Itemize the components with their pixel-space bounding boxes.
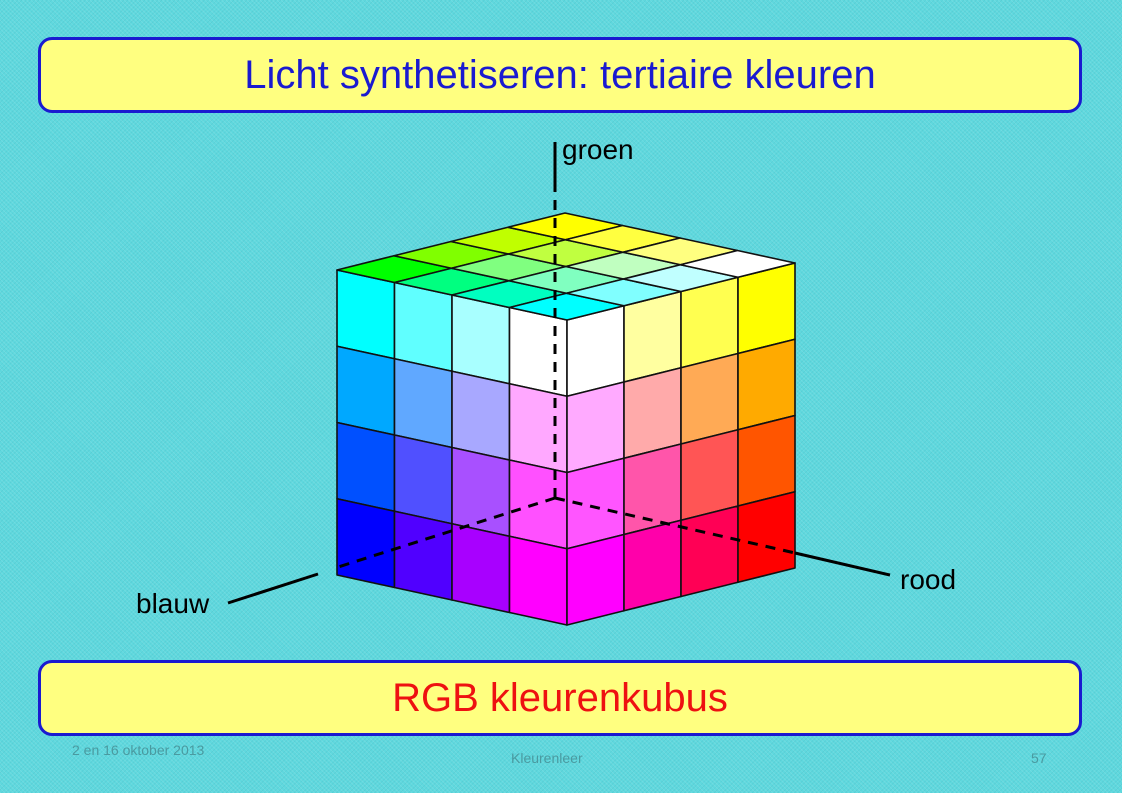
left-face-cell bbox=[508, 306, 568, 398]
hidden-axes bbox=[334, 190, 796, 570]
blue-axis bbox=[227, 572, 319, 605]
red-axis bbox=[794, 551, 891, 577]
right-face-cell bbox=[623, 519, 682, 612]
hidden-red-axis bbox=[554, 496, 796, 555]
left-face-cell bbox=[508, 535, 568, 626]
left-face-cell bbox=[451, 370, 511, 461]
left-face-cell bbox=[393, 357, 453, 449]
red-axis-label: rood bbox=[900, 564, 956, 595]
left-face-cell bbox=[508, 459, 568, 550]
left-face-cell bbox=[336, 269, 396, 360]
right-face-cell bbox=[680, 428, 739, 522]
right-face-cell bbox=[680, 505, 739, 598]
left-face-cell bbox=[336, 345, 396, 436]
footer-center-text: Kleurenleer bbox=[511, 750, 583, 766]
right-face-cell bbox=[566, 533, 625, 626]
right-face-cell bbox=[680, 352, 739, 445]
green-axis-label: groen bbox=[562, 134, 634, 165]
right-face-cell bbox=[566, 381, 625, 474]
left-face-cell bbox=[393, 281, 453, 373]
right-face-cell bbox=[680, 276, 739, 369]
right-face-cell bbox=[623, 366, 682, 460]
right-face-cell bbox=[737, 414, 796, 507]
right-face-cell bbox=[737, 338, 796, 431]
hidden-blue-axis bbox=[334, 496, 556, 570]
footer-date: 2 en 16 oktober 2013 bbox=[72, 742, 205, 758]
slide-title: Licht synthetiseren: tertiaire kleuren bbox=[244, 52, 876, 97]
blue-axis-label: blauw bbox=[136, 588, 210, 619]
left-face-cell bbox=[393, 434, 453, 525]
top-face-cell bbox=[679, 249, 796, 279]
visible-axes bbox=[227, 142, 891, 605]
subtitle-banner: RGB kleurenkubus bbox=[38, 660, 1082, 736]
right-face-cell bbox=[623, 290, 682, 383]
right-face-cell bbox=[737, 490, 796, 584]
right-face-cell bbox=[566, 304, 625, 398]
cube-faces bbox=[336, 212, 796, 626]
left-face-cell bbox=[451, 522, 511, 614]
slide-subtitle: RGB kleurenkubus bbox=[392, 675, 728, 720]
footer-page-number: 57 bbox=[1031, 750, 1047, 766]
title-banner: Licht synthetiseren: tertiaire kleuren bbox=[38, 37, 1082, 113]
left-face-cell bbox=[393, 510, 453, 601]
left-face-cell bbox=[508, 382, 568, 474]
left-face-cell bbox=[336, 421, 396, 513]
right-face-cell bbox=[623, 443, 682, 536]
left-face-cell bbox=[451, 294, 511, 385]
left-face-cell bbox=[336, 497, 396, 589]
right-face-cell bbox=[737, 262, 796, 355]
